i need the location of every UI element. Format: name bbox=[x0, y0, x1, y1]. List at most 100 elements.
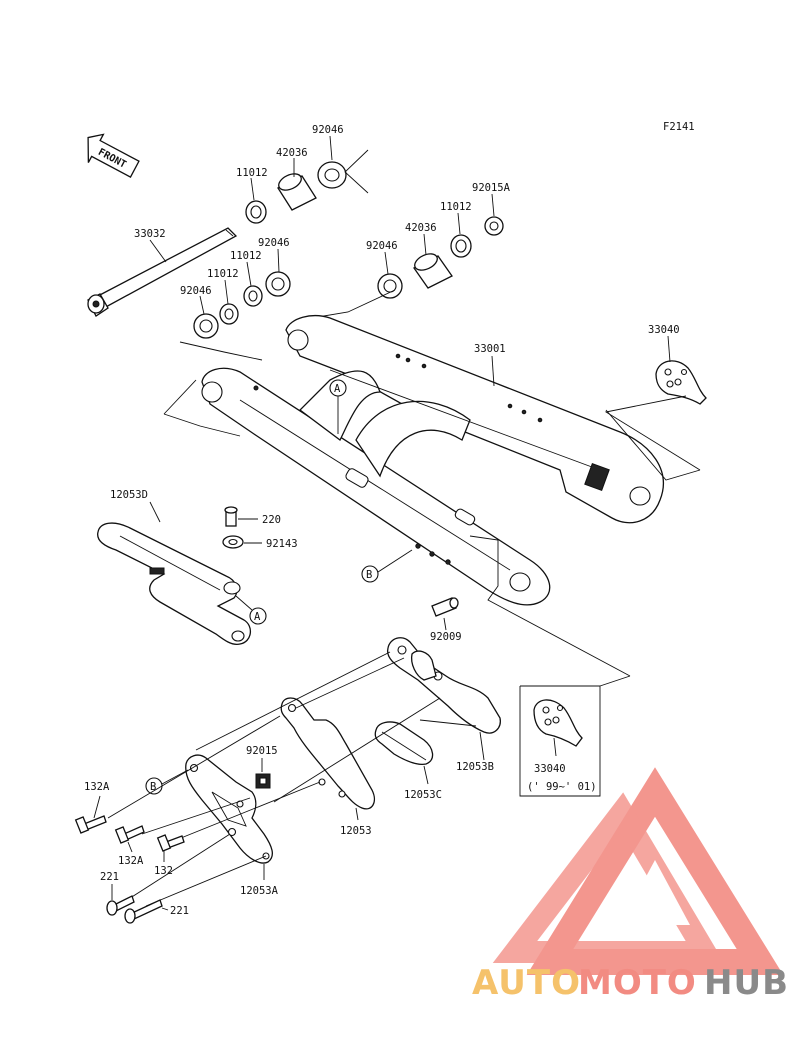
label-92143: 92143 bbox=[266, 538, 298, 550]
label-12053D: 12053D bbox=[110, 489, 148, 501]
leader-swingarm-left bbox=[163, 379, 197, 415]
watermark-wordmark: AUTO MOTO HUB bbox=[472, 963, 789, 1003]
label-33032: 33032 bbox=[134, 228, 166, 240]
leader-33001 bbox=[491, 355, 495, 387]
label-221-left: 221 bbox=[100, 871, 119, 883]
assembly-line-5 bbox=[175, 781, 321, 841]
label-220: 220 bbox=[262, 514, 281, 526]
leader-221-right bbox=[161, 907, 169, 911]
leader-left-stack bbox=[179, 341, 263, 361]
leader-callout-a-slider bbox=[235, 595, 253, 611]
leader-92046-top-label bbox=[329, 135, 333, 161]
label-11012-top: 11012 bbox=[236, 167, 268, 179]
sleeve-42036-right bbox=[413, 253, 453, 289]
leader-12053B bbox=[479, 731, 485, 761]
stud-92009 bbox=[431, 597, 459, 617]
chain-slider-12053D bbox=[97, 522, 251, 646]
chain-guide-pad-12053C bbox=[374, 721, 434, 766]
assembly-line-8 bbox=[145, 855, 267, 907]
callout-b-lower-text: B bbox=[150, 781, 156, 793]
leader-11012-mid2 bbox=[224, 279, 229, 305]
watermark-hub: HUB bbox=[704, 963, 789, 1003]
nut-92015 bbox=[255, 773, 271, 789]
seal-11012-top bbox=[245, 200, 267, 224]
label-92009: 92009 bbox=[430, 631, 462, 643]
label-33040-bottom: 33040 bbox=[534, 763, 566, 775]
screw-221-right bbox=[124, 899, 163, 924]
seal-11012-right bbox=[450, 234, 472, 258]
label-12053A: 12053A bbox=[240, 885, 279, 897]
washer-92143 bbox=[222, 535, 244, 549]
leader-42036-right bbox=[423, 233, 427, 256]
label-11012-mid2: 11012 bbox=[207, 268, 239, 280]
leader-33032 bbox=[149, 239, 167, 263]
chain-guide-12053B bbox=[386, 637, 501, 734]
label-11012-mid1: 11012 bbox=[230, 250, 262, 262]
assembly-line-7 bbox=[123, 833, 231, 903]
needle-bearing-92046-right bbox=[377, 273, 403, 299]
watermark-logo bbox=[492, 767, 784, 975]
assembly-line-4 bbox=[141, 797, 251, 835]
bolt-132A-top bbox=[74, 815, 107, 834]
leader-12053C bbox=[423, 765, 429, 785]
label-92046-top: 92046 bbox=[312, 124, 344, 136]
leader-33040-top-box bbox=[604, 395, 701, 471]
bolt-220 bbox=[224, 506, 238, 527]
label-33040-note: (' 99~' 01) bbox=[527, 781, 597, 793]
front-arrow: FRONT bbox=[87, 133, 140, 178]
assembly-line-3 bbox=[295, 657, 405, 709]
leader-92046-top bbox=[344, 149, 369, 194]
swingarm-33001 bbox=[201, 315, 664, 606]
leader-33040-top bbox=[667, 335, 671, 363]
leader-callout-b-swingarm bbox=[377, 549, 413, 573]
label-92046-mid: 92046 bbox=[258, 237, 290, 249]
chain-guide-12053 bbox=[280, 697, 376, 810]
label-132: 132 bbox=[154, 865, 173, 877]
assembly-line-2 bbox=[195, 651, 391, 751]
sleeve-42036-top bbox=[277, 173, 317, 211]
chain-adjuster-plate-33040-top bbox=[655, 360, 707, 405]
label-11012-right: 11012 bbox=[440, 201, 472, 213]
watermark-auto: AUTO bbox=[472, 963, 581, 1003]
needle-bearing-92046-mid bbox=[265, 271, 291, 297]
callout-a-swingarm-text: A bbox=[334, 383, 341, 395]
callout-a-slider bbox=[249, 607, 267, 625]
needle-bearing-92046-top bbox=[317, 161, 347, 189]
label-42036-right: 42036 bbox=[405, 222, 437, 234]
label-12053: 12053 bbox=[340, 825, 372, 837]
leader-swingarm-right bbox=[605, 409, 701, 481]
seal-11012-mid1 bbox=[243, 285, 263, 307]
assembly-line-1 bbox=[107, 715, 281, 819]
label-221-right: 221 bbox=[170, 905, 189, 917]
leader-callout-b-lower bbox=[161, 769, 189, 785]
leader-92009-box bbox=[469, 535, 631, 677]
label-42036-top: 42036 bbox=[276, 147, 308, 159]
watermark-cutout bbox=[620, 860, 690, 925]
leader-92046-right bbox=[384, 251, 389, 275]
leader-variant-box bbox=[599, 675, 631, 687]
callout-a-slider-text: A bbox=[254, 611, 261, 623]
label-33001: 33001 bbox=[474, 343, 506, 355]
leader-33040-bottom bbox=[553, 737, 557, 757]
leader-92046-left bbox=[199, 295, 205, 315]
label-92015A: 92015A bbox=[472, 182, 511, 194]
leader-11012-top bbox=[250, 177, 255, 201]
pivot-shaft-33032 bbox=[87, 227, 238, 317]
assembly-line-9 bbox=[419, 719, 477, 727]
leader-92046-mid bbox=[277, 248, 280, 273]
leader-132A-bottom bbox=[127, 841, 133, 853]
bolt-132 bbox=[156, 834, 185, 852]
label-92046-left: 92046 bbox=[180, 285, 212, 297]
nut-92015A bbox=[484, 216, 504, 236]
leader-92015A bbox=[491, 193, 495, 217]
label-132A-bottom: 132A bbox=[118, 855, 144, 867]
leader-12053D bbox=[149, 501, 161, 523]
leader-92009 bbox=[443, 617, 447, 631]
variant-box-33040 bbox=[519, 685, 601, 797]
assembly-line-6 bbox=[273, 697, 441, 803]
chain-adjuster-plate-33040-bottom bbox=[533, 699, 583, 747]
label-33040-top: 33040 bbox=[648, 324, 680, 336]
label-12053C: 12053C bbox=[404, 789, 442, 801]
